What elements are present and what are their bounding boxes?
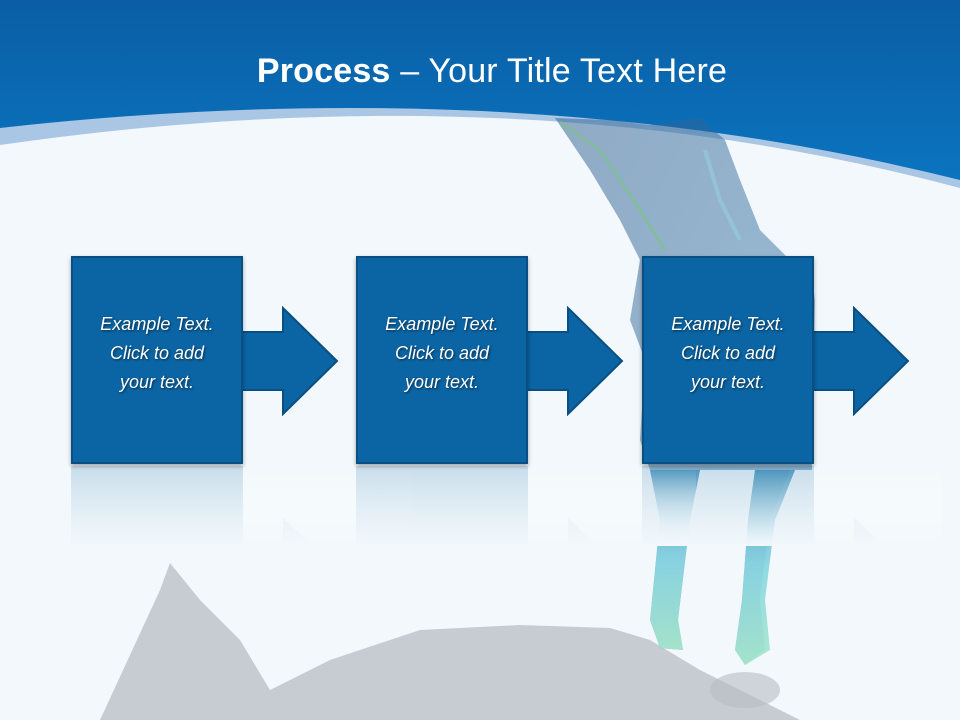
step-3-arrow-icon <box>812 306 910 416</box>
step-2-box[interactable] <box>356 256 528 464</box>
step-1-text[interactable]: Example Text. Click to add your text. <box>71 310 243 397</box>
slide-title[interactable]: Process – Your Title Text Here <box>0 52 960 91</box>
step-3-line-1: Example Text. <box>671 314 785 334</box>
process-step-3: Example Text. Click to add your text. <box>642 256 942 556</box>
step-1-reflection <box>71 466 411 546</box>
step-2-reflection <box>356 466 696 546</box>
step-3-line-2: Click to add <box>680 343 776 363</box>
step-1-box[interactable] <box>71 256 243 464</box>
step-1-line-1: Example Text. <box>100 314 214 334</box>
step-2-arrow-icon <box>526 306 624 416</box>
process-step-1: Example Text. Click to add your text. <box>71 256 411 556</box>
step-2-line-1: Example Text. <box>385 314 499 334</box>
horse-shadow <box>100 563 800 720</box>
step-2-text[interactable]: Example Text. Click to add your text. <box>356 310 528 397</box>
step-1-line-3: your text. <box>119 372 195 392</box>
step-3-reflection <box>642 466 942 546</box>
header-band <box>0 0 960 180</box>
step-1-arrow-icon <box>241 306 339 416</box>
process-step-2: Example Text. Click to add your text. <box>356 256 696 556</box>
step-2-line-3: your text. <box>404 372 480 392</box>
step-3-text[interactable]: Example Text. Click to add your text. <box>642 310 814 397</box>
step-1-line-2: Click to add <box>109 343 205 363</box>
step-3-line-3: your text. <box>690 372 766 392</box>
step-2-line-2: Click to add <box>394 343 490 363</box>
step-3-box[interactable] <box>642 256 814 464</box>
title-rest-part: – Your Title Text Here <box>390 52 728 90</box>
hoof-shadow <box>710 672 780 708</box>
title-bold-part: Process <box>256 52 391 90</box>
